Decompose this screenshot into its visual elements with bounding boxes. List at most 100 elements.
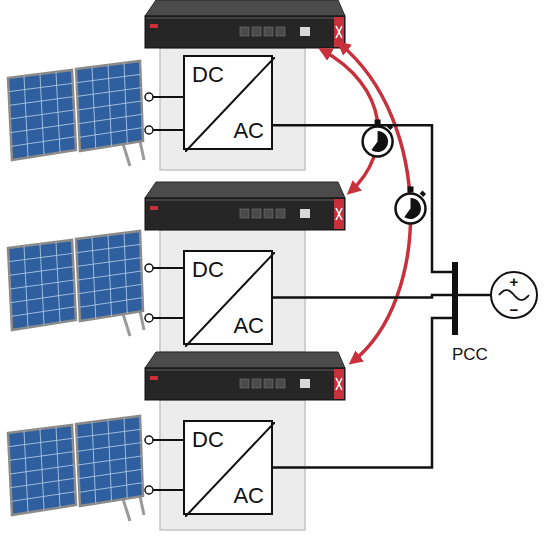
server-port <box>300 27 310 36</box>
cell-line <box>9 97 73 106</box>
cell-line <box>11 123 75 132</box>
server-port <box>240 379 249 388</box>
grid-wire <box>458 294 491 297</box>
cell-line <box>9 452 73 461</box>
cell-line <box>9 438 73 446</box>
stopwatch-fill <box>371 131 388 152</box>
dc-label: DC <box>192 62 224 87</box>
cell-line <box>11 307 75 317</box>
server-badge <box>150 206 158 210</box>
cell-line <box>79 298 142 308</box>
cell-line <box>77 88 141 97</box>
ac-label: AC <box>233 313 264 338</box>
dc-terminal <box>145 126 153 134</box>
polarity-sign: + <box>510 274 519 289</box>
cell-line <box>79 114 142 123</box>
cell-line <box>78 456 142 465</box>
ac-wire <box>273 125 452 272</box>
server-logo <box>336 378 342 390</box>
cell-line <box>11 478 75 487</box>
solar-panel <box>8 231 144 336</box>
server-logo <box>334 369 344 399</box>
dc-terminal <box>145 93 153 101</box>
dc-lead <box>153 267 184 269</box>
cell-line <box>10 110 74 119</box>
server-badge <box>150 24 158 28</box>
server-port <box>300 379 310 388</box>
dc-terminal <box>145 264 153 272</box>
server-bevel <box>146 370 344 371</box>
stopwatch-face <box>363 127 393 157</box>
dc-label: DC <box>192 427 224 452</box>
stopwatch-face <box>396 193 426 223</box>
cell-line <box>79 469 142 478</box>
cell-line <box>10 465 74 474</box>
polarity-sign: − <box>510 302 519 317</box>
cell-line <box>78 271 142 280</box>
server-port <box>276 379 285 388</box>
server-port <box>252 209 261 218</box>
ac-label: AC <box>233 483 264 508</box>
cell-line <box>11 492 75 502</box>
converter-box: DC AC <box>183 55 273 150</box>
cell-line <box>79 483 142 493</box>
server-port <box>276 27 285 36</box>
bus-bar <box>452 262 458 335</box>
sync-arrow <box>322 50 378 192</box>
dc-lead <box>153 96 184 98</box>
cell-line <box>77 258 141 267</box>
cell-line <box>9 83 73 91</box>
dc-lead <box>153 129 184 131</box>
server-logo <box>334 17 344 47</box>
server-port <box>252 379 261 388</box>
cell-line <box>78 101 142 110</box>
server-port <box>264 27 273 36</box>
panel-frame <box>76 231 143 321</box>
server-logo <box>336 208 342 220</box>
inverter-panel <box>160 48 305 170</box>
dc-label: DC <box>192 257 224 282</box>
server-unit <box>145 182 345 230</box>
panel-frame <box>8 70 76 160</box>
dc-terminal <box>145 314 153 322</box>
converter-box: DC AC <box>183 250 273 345</box>
server-badge <box>150 376 158 380</box>
solar-panel <box>8 61 144 166</box>
bus-label: PCC <box>452 345 488 365</box>
solar-panel <box>8 416 144 521</box>
server-port <box>264 379 273 388</box>
converter-diagonal <box>185 57 275 152</box>
cell-line <box>10 280 74 289</box>
stopwatch-fill <box>404 198 421 219</box>
cell-line <box>77 244 141 252</box>
ac-wire <box>273 318 452 468</box>
cell-line <box>77 429 141 437</box>
dc-terminal <box>145 486 153 494</box>
server-logo <box>334 199 344 229</box>
sine-wave <box>499 290 529 300</box>
server-port <box>240 209 249 218</box>
server-port <box>276 209 285 218</box>
cell-line <box>11 137 75 147</box>
dc-lead <box>153 439 184 441</box>
cell-line <box>79 128 142 138</box>
server-top <box>145 352 345 368</box>
ac-source <box>491 272 537 318</box>
cell-line <box>77 443 141 452</box>
cell-line <box>11 293 75 302</box>
polarity-sign: + <box>510 274 519 289</box>
server-port <box>252 27 261 36</box>
server-top <box>145 182 345 198</box>
server-unit <box>145 0 345 48</box>
server-top <box>145 0 345 16</box>
server-logo <box>336 26 342 38</box>
server-port <box>240 27 249 36</box>
dc-lead <box>153 317 184 319</box>
converter-diagonal <box>185 422 275 517</box>
panel-frame <box>76 61 143 151</box>
cell-line <box>9 253 73 261</box>
ac-label: AC <box>233 118 264 143</box>
panel-frame <box>8 425 76 515</box>
